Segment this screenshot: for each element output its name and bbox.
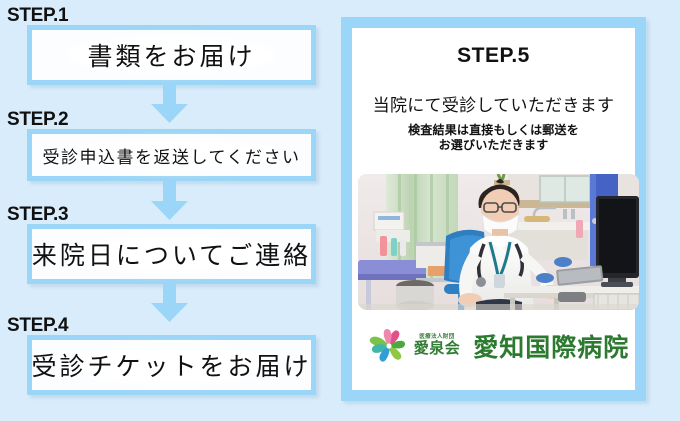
- step-box-2: 受診申込書を返送してください: [27, 129, 316, 181]
- step-box-3: 来院日についてご連絡: [27, 224, 316, 284]
- step-box-1: 書類をお届け: [27, 25, 316, 85]
- step-box-4: 受診チケットをお届け: [27, 335, 316, 395]
- step5-panel-inner: STEP.5 当院にて受診していただきます 検査結果は直接もしくは郵送を お選び…: [352, 28, 639, 390]
- logo-org-small: 医療法人財団: [419, 333, 455, 340]
- step-block-2: STEP.2 受診申込書を返送してください: [0, 110, 335, 186]
- step-block-4: STEP.4 受診チケットをお届け: [0, 316, 335, 396]
- step-label-1: STEP.1: [7, 5, 69, 26]
- step-block-1: STEP.1 書類をお届け: [0, 6, 335, 86]
- step-label-2: STEP.2: [7, 109, 69, 130]
- step-text-1: 書類をお届け: [87, 44, 256, 71]
- step5-sub-text: 検査結果は直接もしくは郵送を お選びいただきます: [358, 123, 629, 153]
- hospital-logo-row: 医療法人財団 愛泉会 愛知国際病院: [358, 320, 639, 372]
- step-label-3: STEP.3: [7, 204, 69, 225]
- step5-panel: STEP.5 当院にて受診していただきます 検査結果は直接もしくは郵送を お選び…: [341, 17, 646, 401]
- arrow-step3-to-step4: [151, 283, 188, 323]
- step-text-3: 来院日についてご連絡: [31, 243, 312, 270]
- step-box-inner-2: 受診申込書を返送してください: [32, 134, 311, 176]
- logo-hospital-name: 愛知国際病院: [473, 335, 630, 362]
- step-box-inner-3: 来院日についてご連絡: [32, 229, 311, 279]
- step-text-4: 受診チケットをお届け: [31, 354, 312, 381]
- step-box-inner-4: 受診チケットをお届け: [32, 340, 311, 390]
- logo-organization-text: 医療法人財団 愛泉会: [413, 333, 461, 358]
- step5-sub-line1: 検査結果は直接もしくは郵送を: [408, 123, 579, 137]
- doctor-at-desk-photo: [358, 174, 639, 310]
- arrow-step2-to-step3: [151, 181, 188, 221]
- step-box-inner-1: 書類をお届け: [32, 30, 311, 80]
- pinwheel-flower-logo-icon: [368, 325, 410, 367]
- step5-lead-text: 当院にて受診していただきます: [372, 96, 615, 115]
- step5-sub-line2: お選びいただきます: [438, 138, 549, 152]
- step-text-2: 受診申込書を返送してください: [42, 147, 301, 167]
- arrow-step1-to-step2: [151, 84, 188, 124]
- step5-label: STEP.5: [457, 44, 530, 67]
- logo-org-name: 愛泉会: [413, 341, 461, 358]
- steps-column: STEP.1 書類をお届け STEP.2 受診申込書を返送してください: [0, 0, 335, 421]
- step-label-4: STEP.4: [7, 315, 69, 336]
- step-block-3: STEP.3 来院日についてご連絡: [0, 205, 335, 285]
